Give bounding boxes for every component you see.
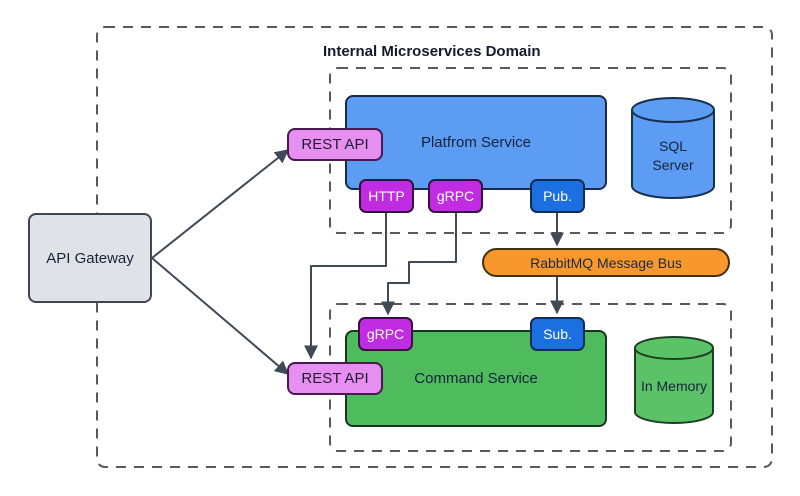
pub-label: Pub. <box>543 188 572 204</box>
grpc-platform-node: gRPC <box>428 179 483 213</box>
pub-node: Pub. <box>530 179 585 213</box>
http-endpoint-label: HTTP <box>368 188 405 204</box>
in-memory-label: In Memory <box>640 377 708 394</box>
platform-service-node: Platfrom Service <box>345 95 607 190</box>
outer-domain-boundary <box>96 26 773 468</box>
grpc-command-node: gRPC <box>358 317 413 351</box>
connector-grpc-to-grpc <box>381 213 457 316</box>
domain-title: Internal Microservices Domain <box>323 43 541 60</box>
connector-http-to-rest-api-command <box>304 213 387 360</box>
rabbitmq-bus-node: RabbitMQ Message Bus <box>482 248 730 277</box>
rest-api-command-label: REST API <box>301 370 369 387</box>
database-cylinder-icon <box>631 97 715 199</box>
rest-api-platform-label: REST API <box>301 136 369 153</box>
sub-label: Sub. <box>543 326 572 342</box>
sub-node: Sub. <box>530 317 585 351</box>
in-memory-database: In Memory <box>633 335 715 425</box>
sql-server-database: SQL Server <box>630 95 716 200</box>
rest-api-platform-node: REST API <box>287 128 383 161</box>
api-gateway-label: API Gateway <box>46 249 134 267</box>
grpc-platform-label: gRPC <box>436 188 475 204</box>
rabbitmq-bus-label: RabbitMQ Message Bus <box>530 254 682 271</box>
api-gateway-node: API Gateway <box>28 213 152 303</box>
grpc-command-label: gRPC <box>366 326 405 342</box>
command-service-label: Command Service <box>414 370 538 387</box>
connector-gateway-to-rest-api-command <box>151 257 290 375</box>
platform-service-label: Platfrom Service <box>420 134 532 151</box>
database-cylinder-icon <box>634 336 714 424</box>
connector-gateway-to-rest-api-platform <box>151 149 290 259</box>
rest-api-command-node: REST API <box>287 362 383 395</box>
sql-server-label: SQL Server <box>652 137 694 173</box>
http-endpoint-node: HTTP <box>359 179 414 213</box>
